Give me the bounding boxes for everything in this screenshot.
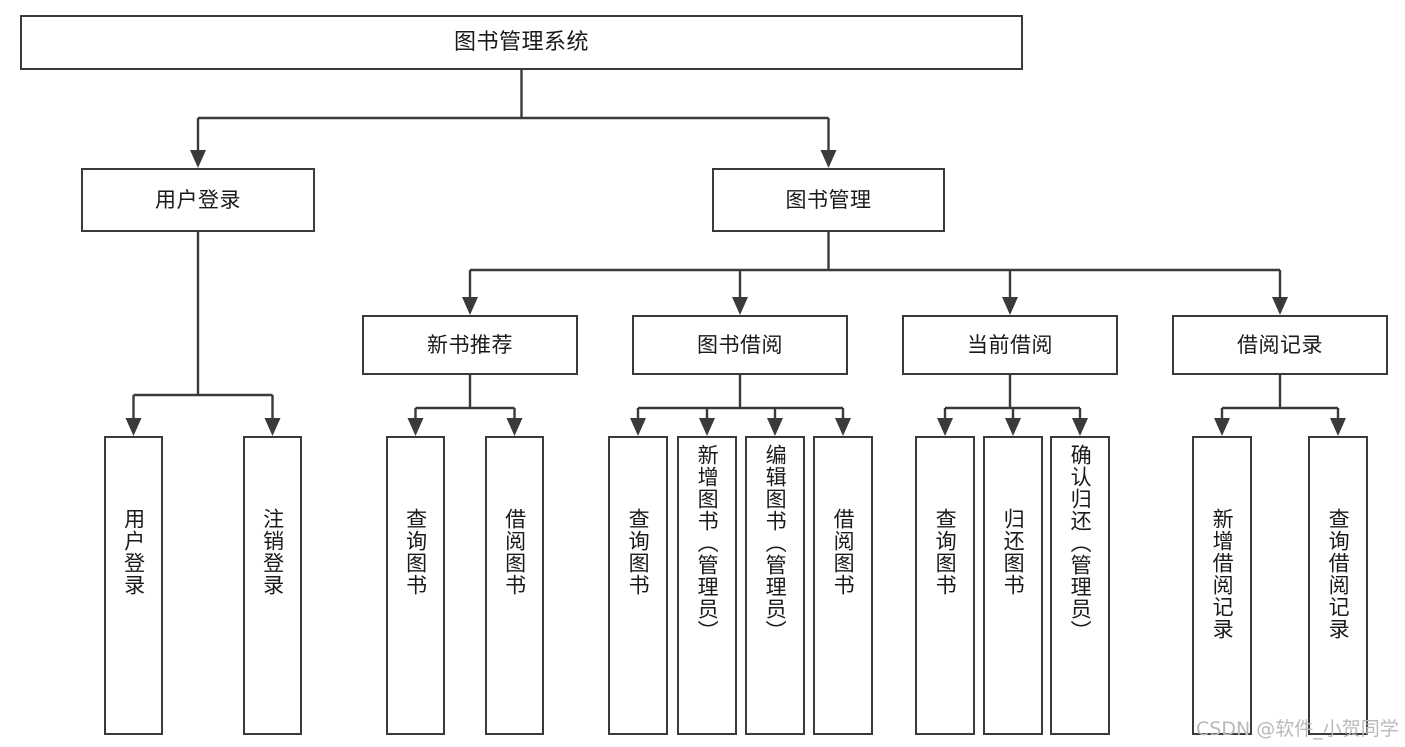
connector-arrowhead (125, 418, 142, 436)
node-bookmgmt[interactable]: 图书管理 (712, 168, 945, 232)
node-leaf-login-1[interactable]: 用户登录 (104, 436, 163, 735)
connector-arrowhead (1002, 297, 1018, 315)
connector-arrowhead (462, 297, 478, 315)
node-leaf-bor-3[interactable]: 编辑图书（管理员） (745, 436, 805, 735)
node-label: 查询图书 (626, 508, 651, 596)
node-leaf-cur-1[interactable]: 查询图书 (915, 436, 975, 735)
node-label: 注销登录 (260, 508, 285, 596)
connector-arrowhead (1072, 418, 1088, 436)
node-borrow[interactable]: 图书借阅 (632, 315, 848, 375)
node-leaf-new-2[interactable]: 借阅图书 (485, 436, 544, 735)
connector-arrowhead (407, 418, 424, 436)
watermark: CSDN @软件_小贺同学 (1196, 718, 1399, 740)
connector-arrowhead (630, 418, 646, 436)
connector-arrowhead (937, 418, 953, 436)
node-label: 确认归还（管理员） (1068, 444, 1093, 642)
connector-arrowhead (1214, 418, 1230, 436)
node-label: 查询借阅记录 (1326, 508, 1351, 640)
connector-arrowhead (264, 418, 281, 436)
node-label: 用户登录 (155, 187, 241, 212)
connector-arrowhead (835, 418, 851, 436)
node-current[interactable]: 当前借阅 (902, 315, 1118, 375)
node-leaf-login-2[interactable]: 注销登录 (243, 436, 302, 735)
node-records[interactable]: 借阅记录 (1172, 315, 1388, 375)
connector-arrowhead (1005, 418, 1021, 436)
node-leaf-bor-2[interactable]: 新增图书（管理员） (677, 436, 737, 735)
connector-arrowhead (1272, 297, 1288, 315)
node-label: 新书推荐 (427, 332, 513, 357)
node-leaf-bor-4[interactable]: 借阅图书 (813, 436, 873, 735)
node-leaf-cur-2[interactable]: 归还图书 (983, 436, 1043, 735)
node-label: 用户登录 (121, 508, 146, 596)
node-leaf-bor-1[interactable]: 查询图书 (608, 436, 668, 735)
connector-arrowhead (190, 150, 206, 168)
node-leaf-rec-2[interactable]: 查询借阅记录 (1308, 436, 1368, 735)
node-leaf-cur-3[interactable]: 确认归还（管理员） (1050, 436, 1110, 735)
node-label: 借阅图书 (502, 508, 527, 596)
connector-arrowhead (506, 418, 523, 436)
node-label: 新增图书（管理员） (695, 444, 720, 642)
connector-arrowhead (767, 418, 783, 436)
node-label: 借阅记录 (1237, 332, 1323, 357)
node-label: 图书管理 (785, 187, 872, 212)
node-label: 当前借阅 (967, 332, 1053, 357)
node-label: 查询图书 (403, 508, 428, 596)
connector-arrowhead (820, 150, 837, 168)
node-root[interactable]: 图书管理系统 (20, 15, 1023, 70)
node-leaf-new-1[interactable]: 查询图书 (386, 436, 445, 735)
node-label: 新增借阅记录 (1210, 508, 1235, 640)
connector-arrowhead (699, 418, 715, 436)
node-label: 图书管理系统 (453, 29, 589, 55)
node-label: 图书借阅 (697, 332, 783, 357)
node-label: 借阅图书 (831, 508, 856, 596)
connector-arrowhead (1330, 418, 1346, 436)
node-label: 查询图书 (933, 508, 958, 596)
node-newbook[interactable]: 新书推荐 (362, 315, 578, 375)
node-login[interactable]: 用户登录 (81, 168, 315, 232)
node-leaf-rec-1[interactable]: 新增借阅记录 (1192, 436, 1252, 735)
connector-arrowhead (732, 297, 748, 315)
node-label: 编辑图书（管理员） (763, 444, 788, 642)
node-label: 归还图书 (1001, 508, 1026, 596)
